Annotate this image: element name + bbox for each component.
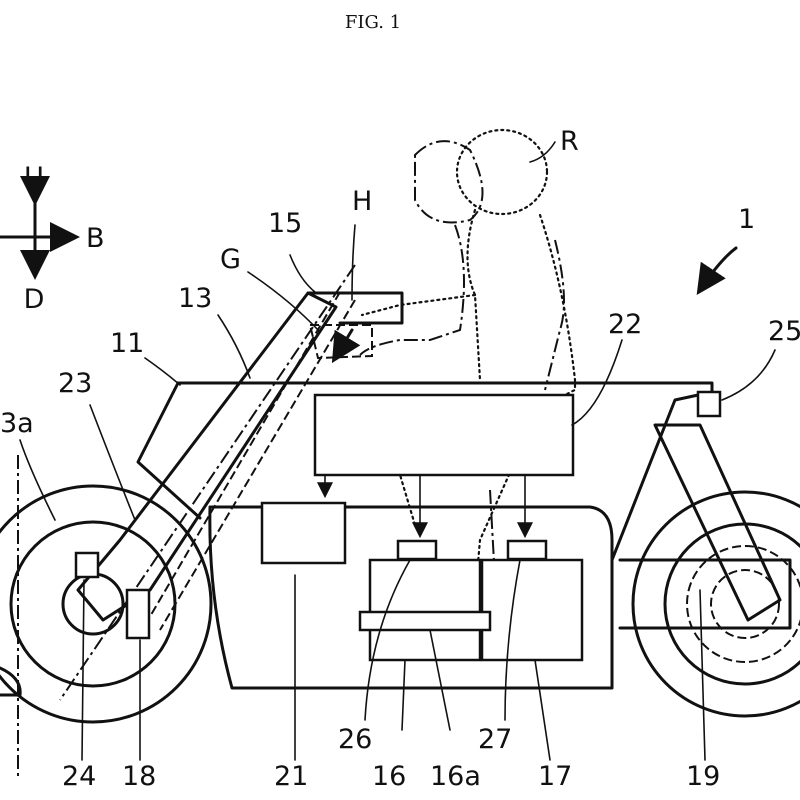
partial-component: [0, 666, 22, 697]
label-19: 19: [686, 761, 720, 792]
controller-21: [260, 501, 347, 565]
label-25: 25: [768, 316, 800, 347]
front-wheel: [0, 484, 213, 724]
direction-up-label: U: [24, 162, 44, 193]
label-21: 21: [274, 761, 308, 792]
label-head-h: H: [352, 186, 372, 217]
swing-arm: [618, 423, 792, 630]
label-22: 22: [608, 309, 642, 340]
gaze-indicator: [308, 324, 373, 364]
label-rider-r: R: [560, 126, 579, 157]
unit-22: [313, 393, 575, 539]
front-fork: [17, 264, 356, 780]
label-16a: 16a: [430, 761, 481, 792]
label-15: 15: [268, 208, 302, 239]
label-13: 13: [178, 283, 212, 314]
sensor-24: [74, 551, 100, 579]
label-11: 11: [110, 328, 144, 359]
direction-back-label: B: [86, 223, 105, 254]
label-vehicle-1: 1: [738, 204, 755, 235]
sensor-25: [696, 390, 722, 418]
label-27: 27: [478, 724, 512, 755]
reference-numerals: 1 R H G 15 13 11 23 3a 22 25 24 18 21 26…: [0, 126, 800, 792]
label-16: 16: [372, 761, 406, 792]
sensor-18: [125, 588, 151, 640]
label-23: 23: [58, 368, 92, 399]
label-18: 18: [122, 761, 156, 792]
figure-title: FIG. 1: [345, 12, 401, 33]
label-gaze-g: G: [220, 244, 241, 275]
label-26: 26: [338, 724, 372, 755]
direction-down-label: D: [24, 284, 45, 315]
leader-lines: [19, 141, 776, 761]
handlebar: [306, 291, 404, 325]
direction-compass: U D B: [0, 162, 105, 315]
label-24: 24: [62, 761, 96, 792]
battery-pack: [358, 539, 584, 662]
label-17: 17: [538, 761, 572, 792]
lower-housing: [208, 505, 614, 690]
label-3a: 3a: [0, 408, 34, 439]
